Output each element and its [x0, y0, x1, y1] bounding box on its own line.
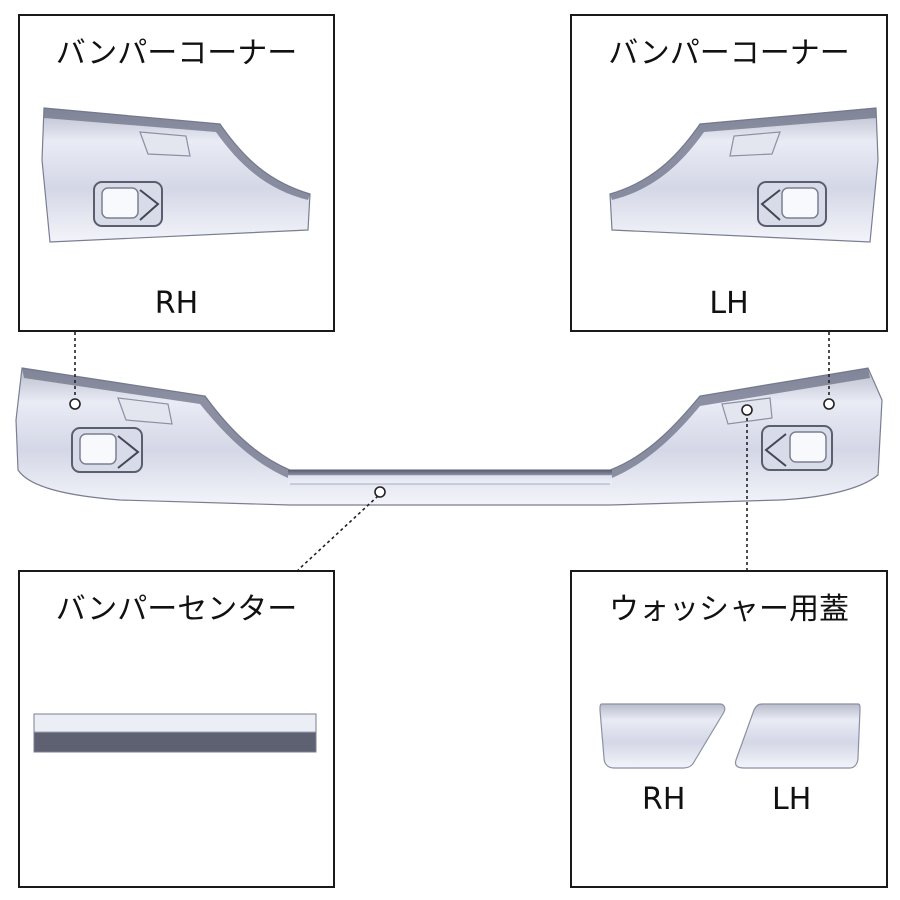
leader-lines: [74, 332, 830, 571]
leader-center: [297, 495, 379, 571]
bumper-corner-rh-image: [41, 107, 311, 243]
bumper-body: [15, 367, 883, 506]
bumper-corner-lh-image: [609, 107, 879, 243]
bumper-center-strip: [288, 470, 612, 484]
callout-corner-rh: [69, 398, 81, 410]
main-bumper: [15, 367, 883, 506]
callout-center: [374, 486, 386, 498]
panel-bumper-center: バンパーセンター: [18, 570, 335, 888]
washer-recess-rh: [117, 397, 173, 425]
washer-cover-lh-image: [734, 703, 861, 769]
panel-bumper-corner-rh: バンパーコーナー RH: [18, 14, 335, 332]
washer-label-rh: RH: [642, 782, 686, 817]
panel-title: バンパーコーナー: [55, 36, 298, 71]
washer-cover-rh-image: [599, 703, 726, 769]
callout-corner-lh: [823, 398, 835, 410]
callout-washer: [741, 404, 753, 416]
panel-label-rh: RH: [154, 286, 199, 321]
panel-title: ウォッシャー用蓋: [609, 592, 849, 627]
fog-lamp-lh: [761, 425, 833, 471]
panel-bumper-corner-lh: バンパーコーナー LH: [570, 14, 888, 332]
panel-title: バンパーコーナー: [608, 36, 850, 71]
panel-label-lh: LH: [709, 286, 749, 321]
panel-washer-cover: ウォッシャー用蓋 RH LH: [570, 570, 888, 888]
callout-points: [69, 398, 835, 498]
fog-lamp-rh: [71, 427, 143, 473]
bumper-center-image: [33, 713, 317, 753]
washer-label-lh: LH: [772, 782, 812, 817]
panel-title: バンパーセンター: [55, 592, 298, 627]
